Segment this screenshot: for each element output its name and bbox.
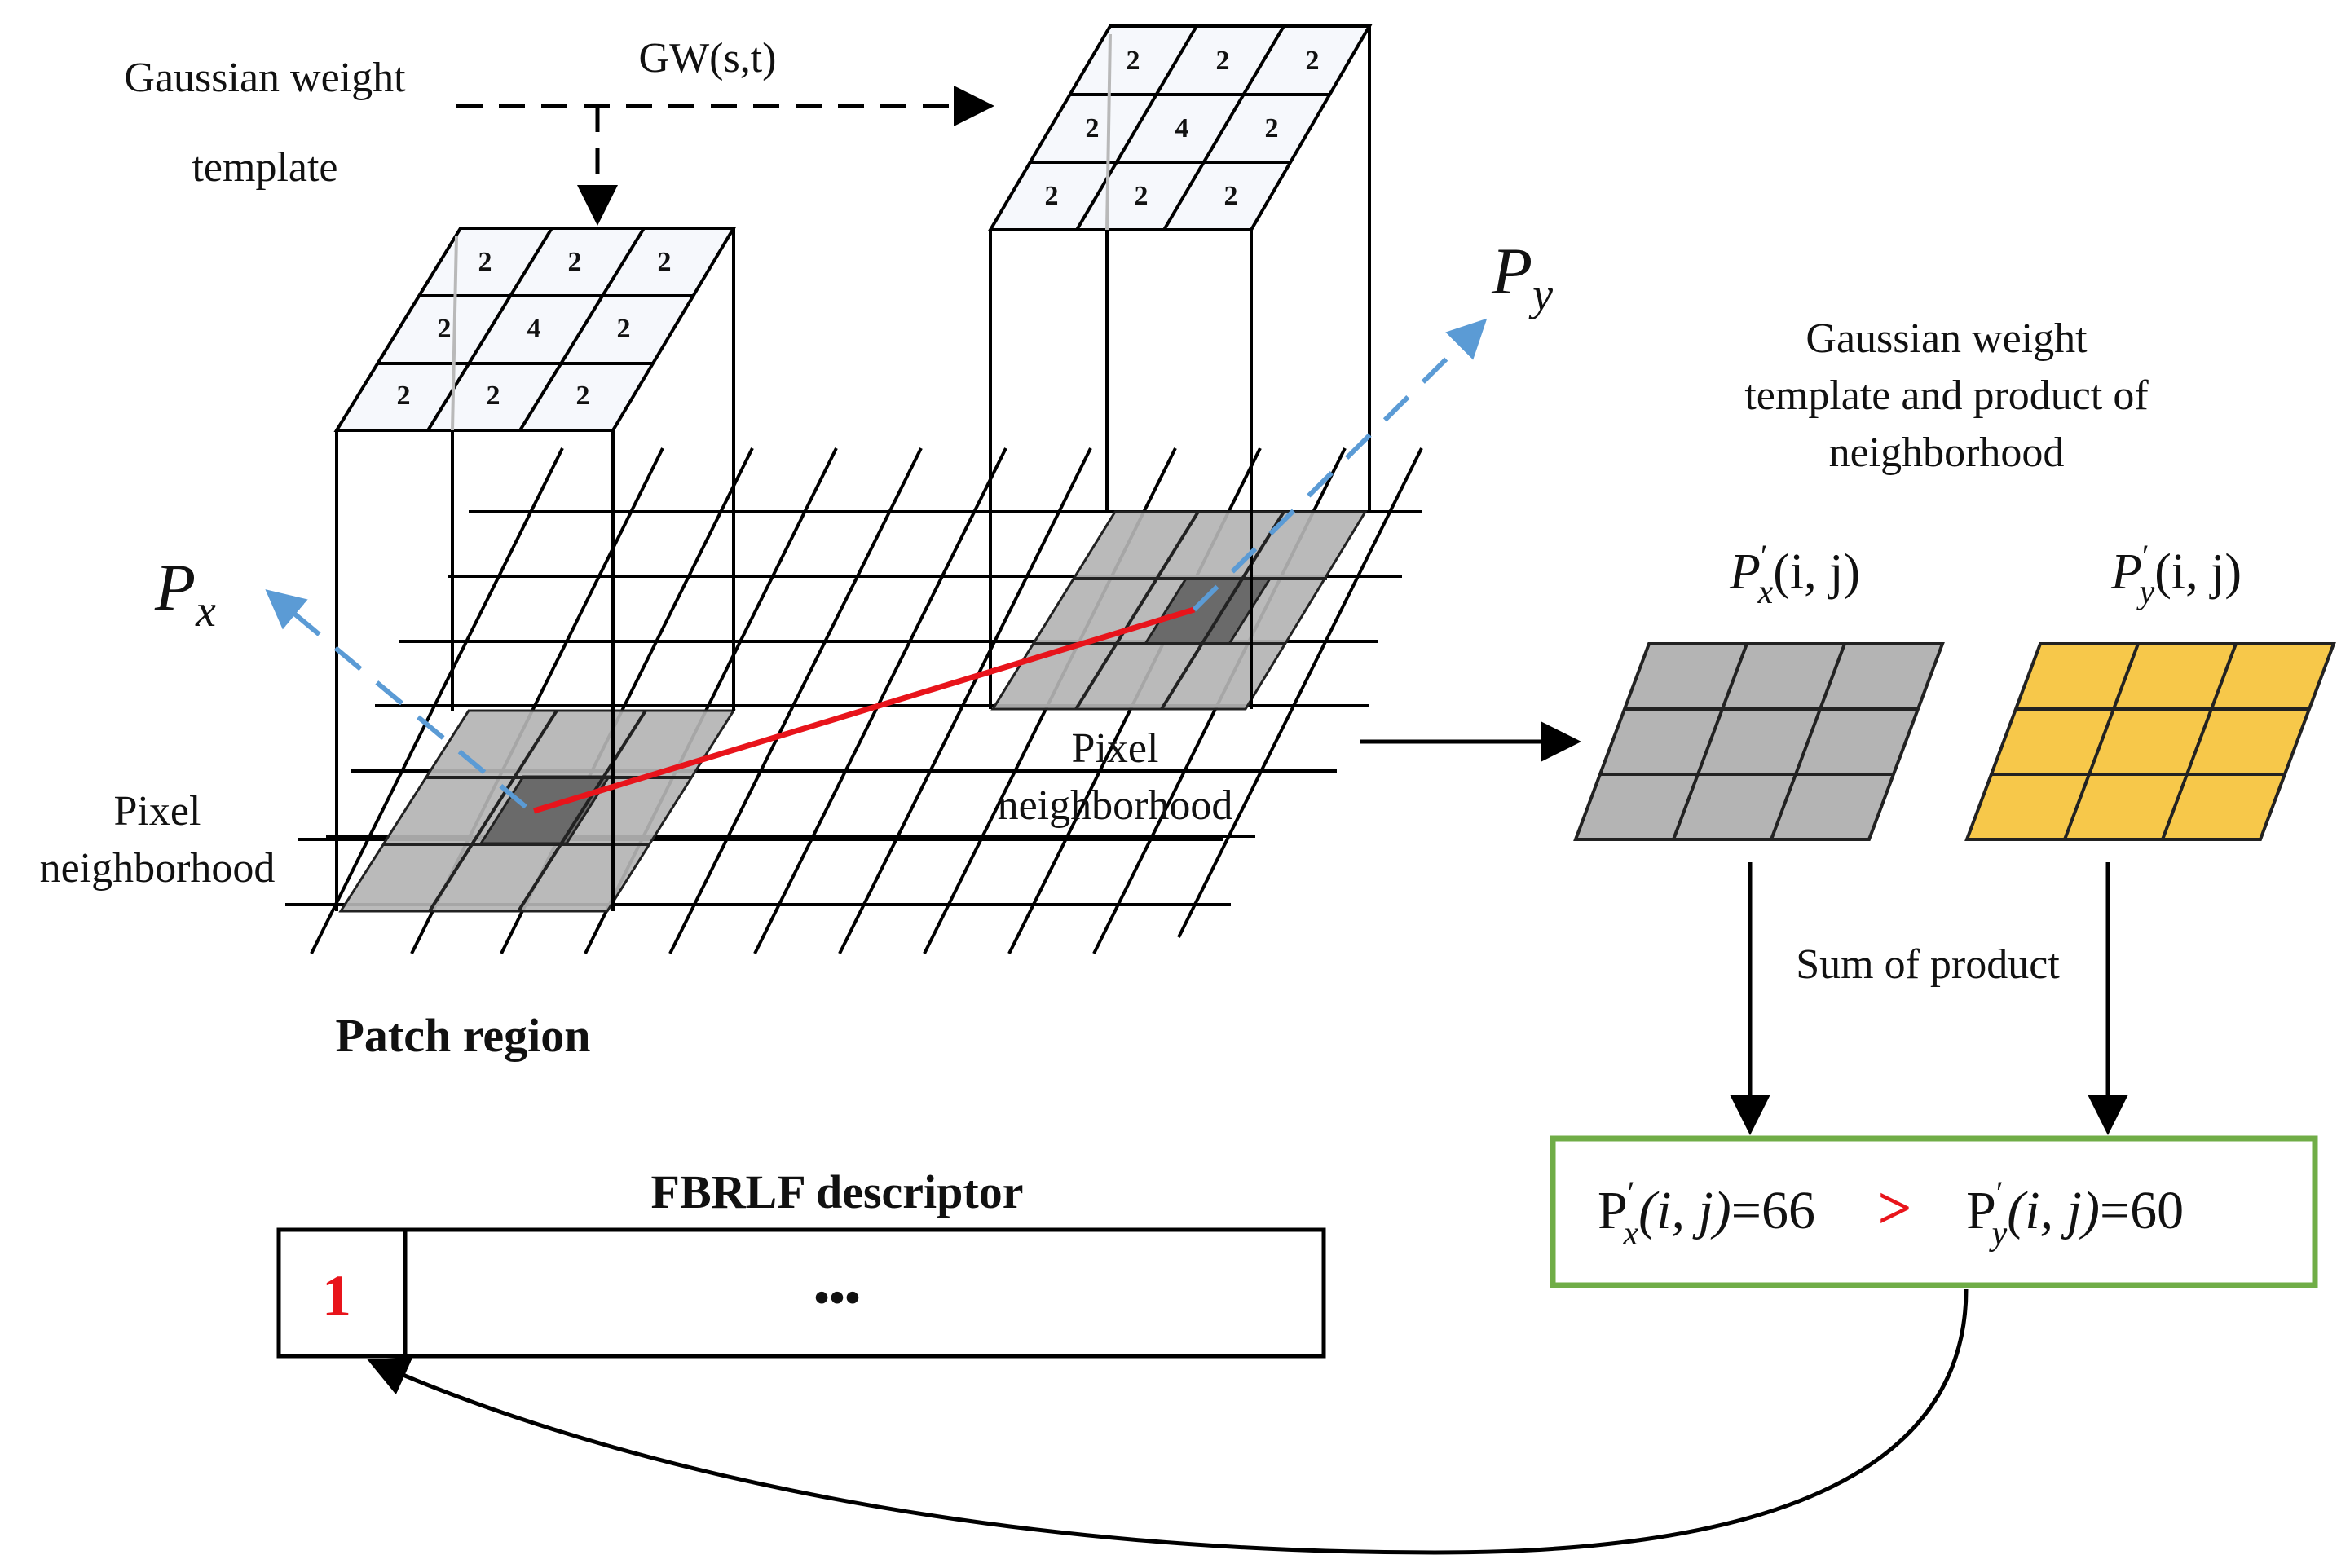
- template-cell-value: 2: [1306, 46, 1320, 76]
- template-cell-value: 2: [658, 247, 672, 277]
- comparison-expression: P′x(i, j)=66 > P′y(i, j)=60: [1598, 1174, 2184, 1253]
- right-template-values: 2 2 2 2 4 2 2 2 2: [1045, 46, 1320, 211]
- right-gaussian-template: [987, 24, 1373, 231]
- comparison-box: [1550, 1135, 2318, 1288]
- pyp-label: P′y(i, j): [2110, 538, 2242, 611]
- px-product-neighborhood: [1573, 642, 1945, 841]
- descriptor-title: FBRLF descriptor: [651, 1165, 1024, 1218]
- template-cell-value: 2: [1086, 113, 1100, 143]
- pixel-pair-line: [532, 606, 1196, 814]
- template-cell-value: 4: [1175, 113, 1189, 143]
- py-direction-arrow: [1192, 318, 1488, 612]
- template-cell-value: 2: [617, 314, 631, 344]
- gw-product-label-line2: template and product of: [1744, 372, 2149, 419]
- template-cell-value: 4: [527, 314, 541, 344]
- descriptor-ellipsis: •••: [814, 1273, 861, 1322]
- template-cell-value: 2: [568, 247, 582, 277]
- template-cell-value: 2: [1216, 46, 1230, 76]
- left-template-prism: [335, 228, 735, 911]
- descriptor-bar: [276, 1227, 1326, 1359]
- template-cell-value: 2: [576, 381, 590, 411]
- gw-function-label: GW(s,t): [639, 35, 777, 81]
- right-template-prism: [989, 26, 1371, 709]
- gw-dashed-arrows: [456, 86, 994, 226]
- pxp-label: P′x(i, j): [1729, 538, 1860, 611]
- result-feedback-arrow: [367, 1288, 1969, 1555]
- right-pixel-neighborhood: [990, 510, 1368, 711]
- template-cell-value: 2: [1127, 46, 1140, 76]
- left-pixel-neighborhood-label-1: Pixel: [114, 788, 201, 835]
- gw-template-label-line2: template: [192, 144, 337, 191]
- template-cell-value: 2: [1265, 113, 1279, 143]
- right-pixel-neighborhood-label-2: neighborhood: [998, 782, 1233, 829]
- template-cell-value: 2: [438, 314, 452, 344]
- template-cell-value: 2: [487, 381, 500, 411]
- right-pixel-neighborhood-label-1: Pixel: [1072, 725, 1159, 772]
- template-cell-value: 2: [1045, 181, 1059, 211]
- template-cell-value: 2: [1135, 181, 1149, 211]
- py-label: Py: [1491, 234, 1553, 320]
- left-gaussian-template: [333, 227, 737, 432]
- px-direction-arrow: [265, 589, 527, 809]
- py-product-neighborhood: [1964, 642, 2336, 841]
- template-cell-value: 2: [1224, 181, 1238, 211]
- gw-product-label-line1: Gaussian weight: [1805, 315, 2088, 362]
- px-label: Px: [154, 550, 216, 636]
- descriptor-first-bit: 1: [322, 1263, 351, 1328]
- template-cell-value: 2: [397, 381, 411, 411]
- left-pixel-neighborhood-label-2: neighborhood: [40, 845, 276, 892]
- patch-region-label: Patch region: [335, 1009, 590, 1062]
- template-cell-value: 2: [478, 247, 492, 277]
- gw-product-label-line3: neighborhood: [1829, 429, 2065, 476]
- gw-template-label-line1: Gaussian weight: [124, 55, 406, 101]
- sum-of-product-label: Sum of product: [1796, 941, 2060, 988]
- left-template-values: 2 2 2 2 4 2 2 2 2: [397, 247, 672, 411]
